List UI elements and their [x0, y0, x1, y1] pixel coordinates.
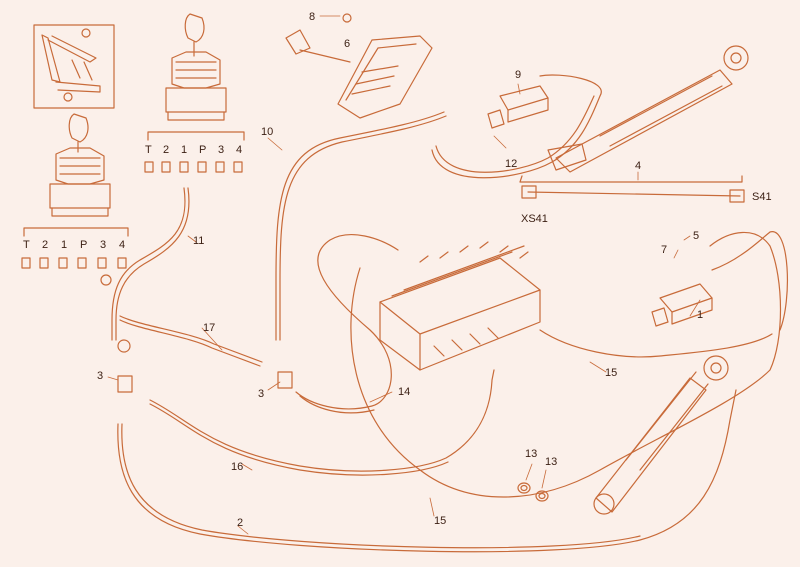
hose-16	[149, 369, 495, 472]
control-valve-block	[379, 241, 541, 371]
callout-7: 7	[661, 244, 668, 256]
excavator-inset	[33, 24, 115, 109]
callout-13-right: 13	[545, 456, 558, 468]
callout-5: 5	[693, 230, 700, 242]
upper-port-p: P	[199, 144, 207, 156]
callout-2: 2	[237, 517, 244, 529]
callout-10: 10	[261, 126, 274, 138]
lower-port-t: T	[23, 239, 30, 251]
callout-8: 8	[309, 11, 316, 23]
hose-right-loop	[711, 231, 789, 331]
joystick-fittings	[21, 161, 243, 269]
callout-4: 4	[635, 160, 642, 172]
connector-xs41: XS41	[521, 213, 548, 225]
hose-12	[431, 74, 602, 179]
callout-3-left: 3	[97, 370, 104, 382]
lower-port-p: P	[80, 239, 88, 251]
lower-port-1: 1	[61, 239, 68, 251]
callout-17: 17	[203, 322, 216, 334]
lower-port-4: 4	[119, 239, 126, 251]
callout-9: 9	[515, 69, 522, 81]
upper-port-1: 1	[181, 144, 188, 156]
hose-2	[117, 389, 737, 553]
leader-lines	[107, 15, 701, 535]
callout-14: 14	[398, 386, 411, 398]
upper-port-t: T	[145, 144, 152, 156]
hose-10	[275, 111, 445, 341]
hose-14	[295, 233, 399, 410]
callout-15-right: 15	[605, 367, 618, 379]
upper-port-4: 4	[236, 144, 243, 156]
upper-port-3: 3	[218, 144, 225, 156]
joystick-lower	[23, 113, 129, 237]
lower-port-2: 2	[42, 239, 49, 251]
hose-15	[350, 231, 782, 498]
callout-13-left: 13	[525, 448, 538, 460]
tee-fitting-3	[100, 274, 293, 393]
cylinder-lower	[593, 355, 729, 515]
solenoid-valve-9	[487, 85, 549, 129]
joystick-upper	[147, 13, 245, 141]
callout-15-bottom: 15	[434, 515, 447, 527]
seals-13	[517, 482, 549, 502]
callout-11: 11	[193, 235, 205, 247]
cylinder-upper	[547, 45, 749, 173]
hose-17	[119, 315, 263, 363]
callout-6: 6	[344, 38, 351, 50]
callout-3-right: 3	[258, 388, 265, 400]
callout-12: 12	[505, 158, 518, 170]
lower-port-3: 3	[100, 239, 107, 251]
callout-1: 1	[697, 309, 704, 321]
harness-4	[519, 175, 745, 203]
callout-16: 16	[231, 461, 244, 473]
hose-11	[111, 187, 186, 341]
valve-1	[651, 283, 713, 327]
upper-port-2: 2	[163, 144, 170, 156]
seat-console	[285, 13, 433, 119]
connector-s41: S41	[752, 191, 772, 203]
